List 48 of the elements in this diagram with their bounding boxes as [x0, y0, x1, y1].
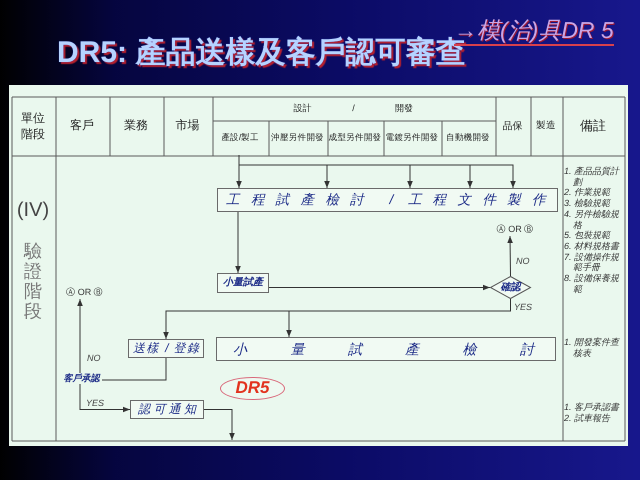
note-text: 2. 作業規範 — [564, 187, 612, 198]
column-header: 沖壓另件開發 — [270, 130, 325, 144]
arrow — [268, 284, 490, 290]
process-box: 小量試產 — [217, 273, 269, 293]
column-header: 備註 — [579, 116, 607, 134]
column-header: 產設/製工 — [220, 130, 260, 144]
arrow — [235, 212, 241, 274]
flow-text: 客戶承認 — [61, 373, 102, 384]
column-header: 業務 — [123, 117, 149, 134]
note-text: 5. 包裝規範 — [564, 230, 612, 241]
column-header: 單位階段 — [20, 110, 46, 142]
note-text: 8. 設備保養規範 — [564, 273, 620, 294]
note-text: 1. 客戶承認書 — [564, 402, 621, 413]
edge-label: NO — [87, 353, 100, 363]
note-text: 1. 開發案件查核表 — [564, 337, 621, 358]
note-text: 4. 另件檢驗規格 — [564, 208, 620, 230]
arrow — [286, 298, 511, 338]
edge-label: YES — [514, 302, 532, 312]
stage-label: (IV) — [16, 198, 50, 222]
flow-text: Ⓐ OR Ⓑ — [496, 223, 534, 236]
note-text: 6. 材料規格書 — [564, 240, 621, 252]
arrow — [238, 154, 516, 188]
process-box: 小量試產檢討 — [216, 337, 556, 361]
column-header: 市場 — [174, 117, 200, 134]
arrow — [77, 298, 83, 374]
arrow — [204, 409, 235, 440]
column-header: 自動機開發 — [444, 130, 491, 144]
edge-label: NO — [516, 256, 530, 266]
connector-line — [102, 358, 166, 380]
column-header: 電鍍另件開發 — [384, 130, 440, 144]
process-box: 送樣 / 登錄 — [128, 339, 204, 358]
process-box: 工程試產檢討 / 工程文件製作 — [217, 188, 558, 212]
edge-label: YES — [86, 398, 104, 408]
note-text: 7. 設備操作規範手冊 — [564, 252, 620, 274]
note-text: 1. 產品品質計劃 — [564, 166, 621, 188]
column-header: 品保 — [502, 120, 524, 134]
flow-text: Ⓐ OR Ⓑ — [63, 286, 106, 299]
column-header: 客戶 — [69, 117, 95, 134]
arrow — [80, 384, 130, 412]
column-header: 設計 / 開發 — [292, 102, 414, 114]
arrow — [507, 236, 513, 276]
column-header: 製造 — [535, 119, 557, 133]
column-header: 成型另件開發 — [328, 130, 382, 144]
decision-diamond: 確認 — [490, 276, 531, 299]
process-box: 認可通知 — [130, 400, 204, 419]
note-text: 2. 試車報告 — [564, 412, 612, 424]
stage-label: 驗證階段 — [23, 242, 43, 322]
note-text: 3. 檢驗規範 — [564, 198, 612, 209]
